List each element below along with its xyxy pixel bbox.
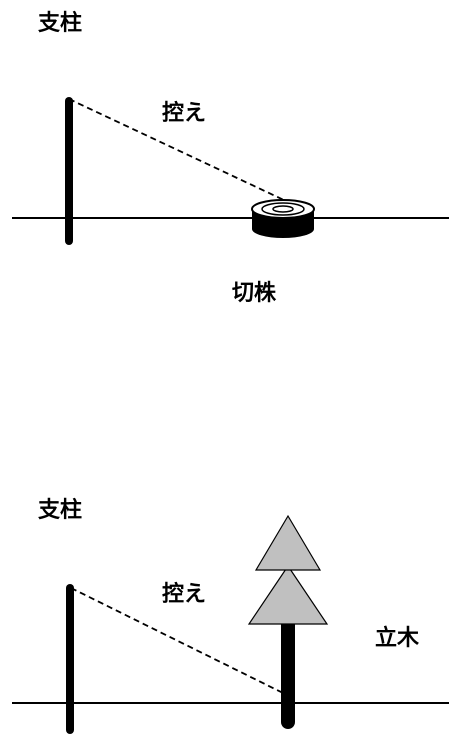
tree-anchor-panel: 支柱 控え 立木 — [12, 498, 449, 734]
anchor-label: 立木 — [375, 625, 420, 651]
guy-label: 控え — [162, 581, 206, 607]
guy-label: 控え — [162, 100, 206, 126]
stump-anchor-panel: 支柱 控え 切株 — [12, 11, 449, 306]
pole-label: 支柱 — [38, 11, 82, 36]
anchor-label: 切株 — [232, 281, 277, 306]
pole-label: 支柱 — [38, 498, 82, 523]
tree-icon — [247, 514, 329, 729]
tree-stump-icon — [251, 199, 315, 238]
